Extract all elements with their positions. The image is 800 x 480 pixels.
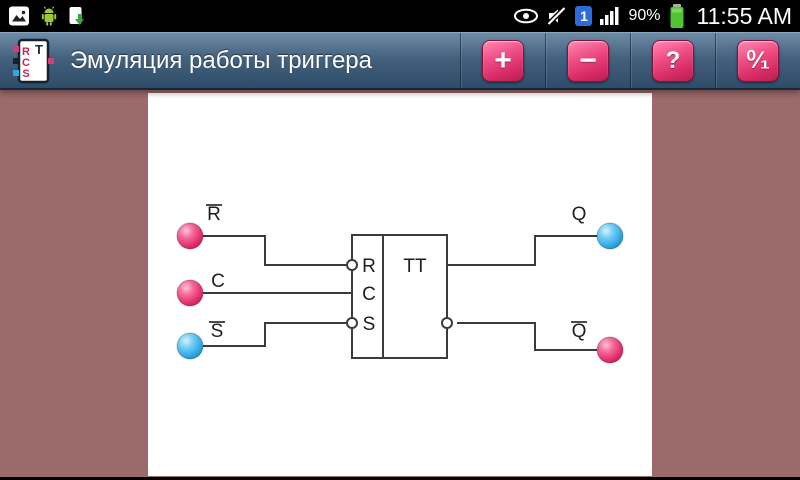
output-terminal-qn bbox=[596, 336, 624, 364]
chip-body bbox=[351, 234, 448, 359]
inversion-bubble-qn bbox=[441, 317, 453, 329]
status-icons-left bbox=[8, 5, 86, 27]
signal-strength-icon bbox=[600, 7, 619, 25]
pin-label-s: S bbox=[363, 314, 376, 335]
mute-icon bbox=[547, 6, 567, 26]
logo-letter-r: R bbox=[22, 46, 30, 58]
page-title: Эмуляция работы триггера bbox=[70, 46, 372, 74]
wire-input-s bbox=[203, 322, 347, 347]
logo-letter-s: S bbox=[22, 68, 29, 80]
minus-icon: − bbox=[567, 39, 609, 82]
status-bar: 1 90% 11:55 AM bbox=[0, 0, 800, 32]
wire-output-q bbox=[447, 235, 597, 266]
battery-icon bbox=[670, 3, 684, 28]
trigger-chip-logo: T R C S bbox=[13, 38, 54, 83]
android-icon bbox=[41, 5, 57, 26]
input-terminal-s[interactable] bbox=[176, 332, 204, 360]
action-bar: T R C S Эмуляция работы триггера + − ? ⁰… bbox=[0, 32, 800, 90]
status-icons-right: 1 90% 11:55 AM bbox=[513, 3, 792, 30]
output-terminal-q bbox=[596, 222, 624, 250]
rs-trigger-circuit: R C S TT R C S Q Q bbox=[176, 204, 624, 364]
inversion-bubble-r bbox=[346, 259, 358, 271]
wires bbox=[203, 235, 597, 351]
action-bar-buttons: + − ? ⁰⁄₁ bbox=[460, 33, 800, 88]
clock: 11:55 AM bbox=[696, 2, 792, 29]
input-terminal-c[interactable] bbox=[176, 279, 204, 307]
battery-percent-label: 90% bbox=[628, 7, 661, 24]
export-complete-icon bbox=[69, 6, 84, 25]
inversion-bubble-s bbox=[346, 317, 358, 329]
pin-label-c: C bbox=[362, 284, 376, 305]
help-button[interactable]: ? bbox=[630, 33, 715, 88]
zoom-out-button[interactable]: − bbox=[545, 33, 630, 88]
sim-badge: 1 bbox=[575, 6, 593, 26]
question-icon: ? bbox=[652, 39, 694, 82]
app-icon[interactable]: T R C S bbox=[8, 37, 58, 85]
input-label-c: C bbox=[211, 271, 225, 292]
input-terminal-r[interactable] bbox=[176, 222, 204, 250]
bottom-bezel bbox=[0, 477, 800, 480]
zoom-in-button[interactable]: + bbox=[460, 33, 545, 88]
input-label-r: R bbox=[207, 204, 221, 225]
content-area: R C S TT R C S Q Q bbox=[0, 90, 800, 480]
gallery-icon bbox=[9, 6, 29, 26]
wire-output-qn bbox=[457, 322, 597, 351]
input-label-s: S bbox=[211, 321, 224, 342]
chip-type-label: TT bbox=[403, 256, 427, 277]
output-label-qn: Q bbox=[572, 321, 587, 342]
output-label-q: Q bbox=[572, 204, 587, 225]
pin-label-r: R bbox=[362, 256, 376, 277]
wire-input-r bbox=[203, 235, 347, 266]
logo-letter-t: T bbox=[35, 42, 43, 57]
plus-icon: + bbox=[482, 39, 524, 82]
toggle-01-button[interactable]: ⁰⁄₁ bbox=[715, 33, 800, 88]
zero-one-icon: ⁰⁄₁ bbox=[737, 39, 779, 82]
smart-stay-eye-icon bbox=[514, 8, 539, 24]
logo-letter-c: C bbox=[22, 57, 30, 69]
diagram-canvas[interactable]: R C S TT R C S Q Q bbox=[148, 93, 652, 476]
